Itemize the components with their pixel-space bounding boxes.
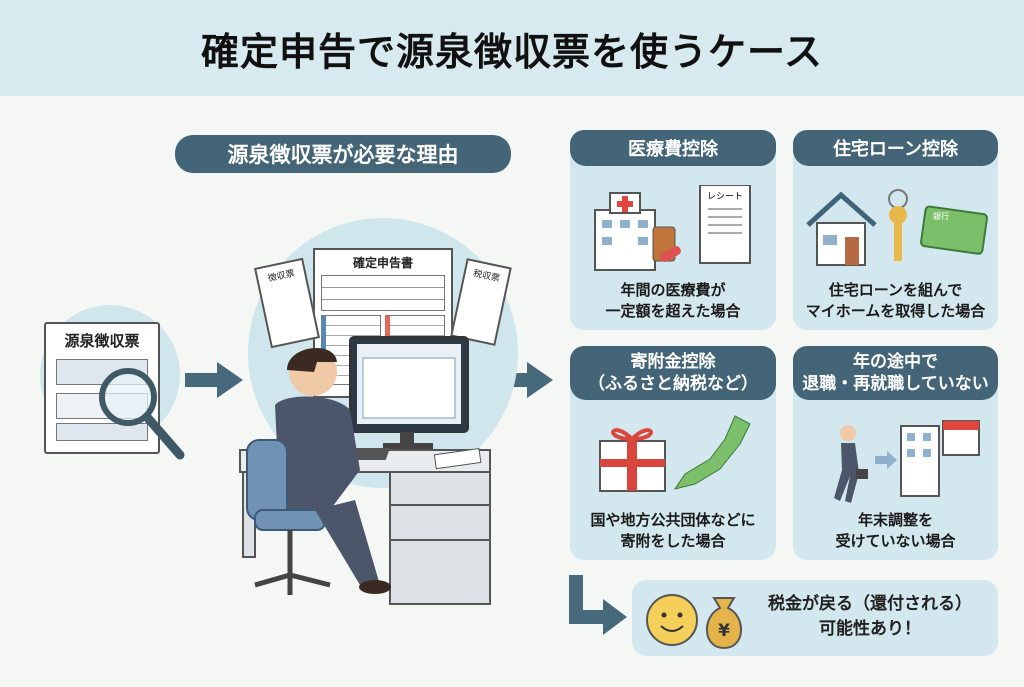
card-text: 国や地方公共団体などに寄附をした場合 <box>570 510 776 552</box>
receipt-left-label: 徴収票 <box>267 268 296 285</box>
card-text-line: マイホームを取得した場合 <box>805 302 986 320</box>
card-text-line: 一定額を超えた場合 <box>605 302 741 320</box>
smiley-moneybag-icon: ¥ <box>646 594 742 650</box>
arrow-down-right-icon <box>569 575 627 635</box>
bankbook-label: 銀行 <box>933 211 949 221</box>
office-worker-illustration <box>239 336 491 605</box>
card-text: 年末調整を受けていない場合 <box>793 510 998 552</box>
result-text: 税金が戻る（還付される） 可能性あり！ <box>752 592 988 642</box>
arrow-right-icon <box>185 362 243 398</box>
card-medical-deduction: 医療費控除 レシート 年間の医療費が一定額を超えた場合 <box>570 130 776 330</box>
card-text-line: 受けていない場合 <box>835 532 956 550</box>
card-title: 住宅ローン控除 <box>793 130 998 166</box>
card-text: 住宅ローンを組んでマイホームを取得した場合 <box>793 280 998 322</box>
reason-label: 源泉徴収票が必要な理由 <box>175 135 511 173</box>
withholding-slip-title: 源泉徴収票 <box>64 332 140 350</box>
card-title-line: 年の途中で <box>853 352 938 372</box>
receipt-right-label: 税収票 <box>472 268 501 285</box>
card-subtitle: 退職・再就職していない <box>802 374 989 394</box>
card-text-line: 寄附をした場合 <box>620 532 726 550</box>
walking-office-calendar-icon <box>834 420 980 503</box>
card-text-line: 国や地方公共団体などに <box>590 511 756 529</box>
hospital-icon: レシート <box>594 185 751 271</box>
card-text-line: 年間の医療費が <box>620 281 726 299</box>
title-band: 確定申告で源泉徴収票を使うケース <box>0 0 1024 96</box>
card-housing-loan-deduction: 住宅ローン控除 銀行 住宅ローンを組んでマイホームを取得した場合 <box>793 130 998 330</box>
card-subtitle: （ふるさと納税など） <box>588 374 758 394</box>
tax-refund-result: ¥ 税金が戻る（還付される） 可能性あり！ <box>632 580 998 656</box>
card-title-line: 寄附金控除 <box>630 352 716 372</box>
card-title: 寄附金控除（ふるさと納税など） <box>570 346 776 400</box>
gift-japan-map-icon <box>599 415 751 492</box>
arrow-right-icon <box>485 362 553 398</box>
tax-return-title: 確定申告書 <box>352 256 413 270</box>
house-key-bankbook-icon: 銀行 <box>806 189 988 266</box>
card-donation-deduction: 寄附金控除（ふるさと納税など） 国や地方公共団体などに寄附をした場合 <box>570 346 776 560</box>
card-title: 年の途中で退職・再就職していない <box>793 346 998 400</box>
card-no-year-end-adjustment: 年の途中で退職・再就職していない 年末調整を受けていない場合 <box>793 346 998 560</box>
receipt-label: レシート <box>707 192 743 202</box>
card-title: 医療費控除 <box>570 130 776 166</box>
result-line: 可能性あり！ <box>819 619 921 639</box>
magnifier-icon <box>99 368 185 460</box>
card-text-line: 住宅ローンを組んで <box>828 281 963 299</box>
card-text: 年間の医療費が一定額を超えた場合 <box>570 280 776 322</box>
card-text-line: 年末調整を <box>857 511 933 529</box>
result-line: 税金が戻る（還付される） <box>768 594 972 614</box>
page-title: 確定申告で源泉徴収票を使うケース <box>200 29 824 74</box>
yen-symbol: ¥ <box>718 621 730 641</box>
